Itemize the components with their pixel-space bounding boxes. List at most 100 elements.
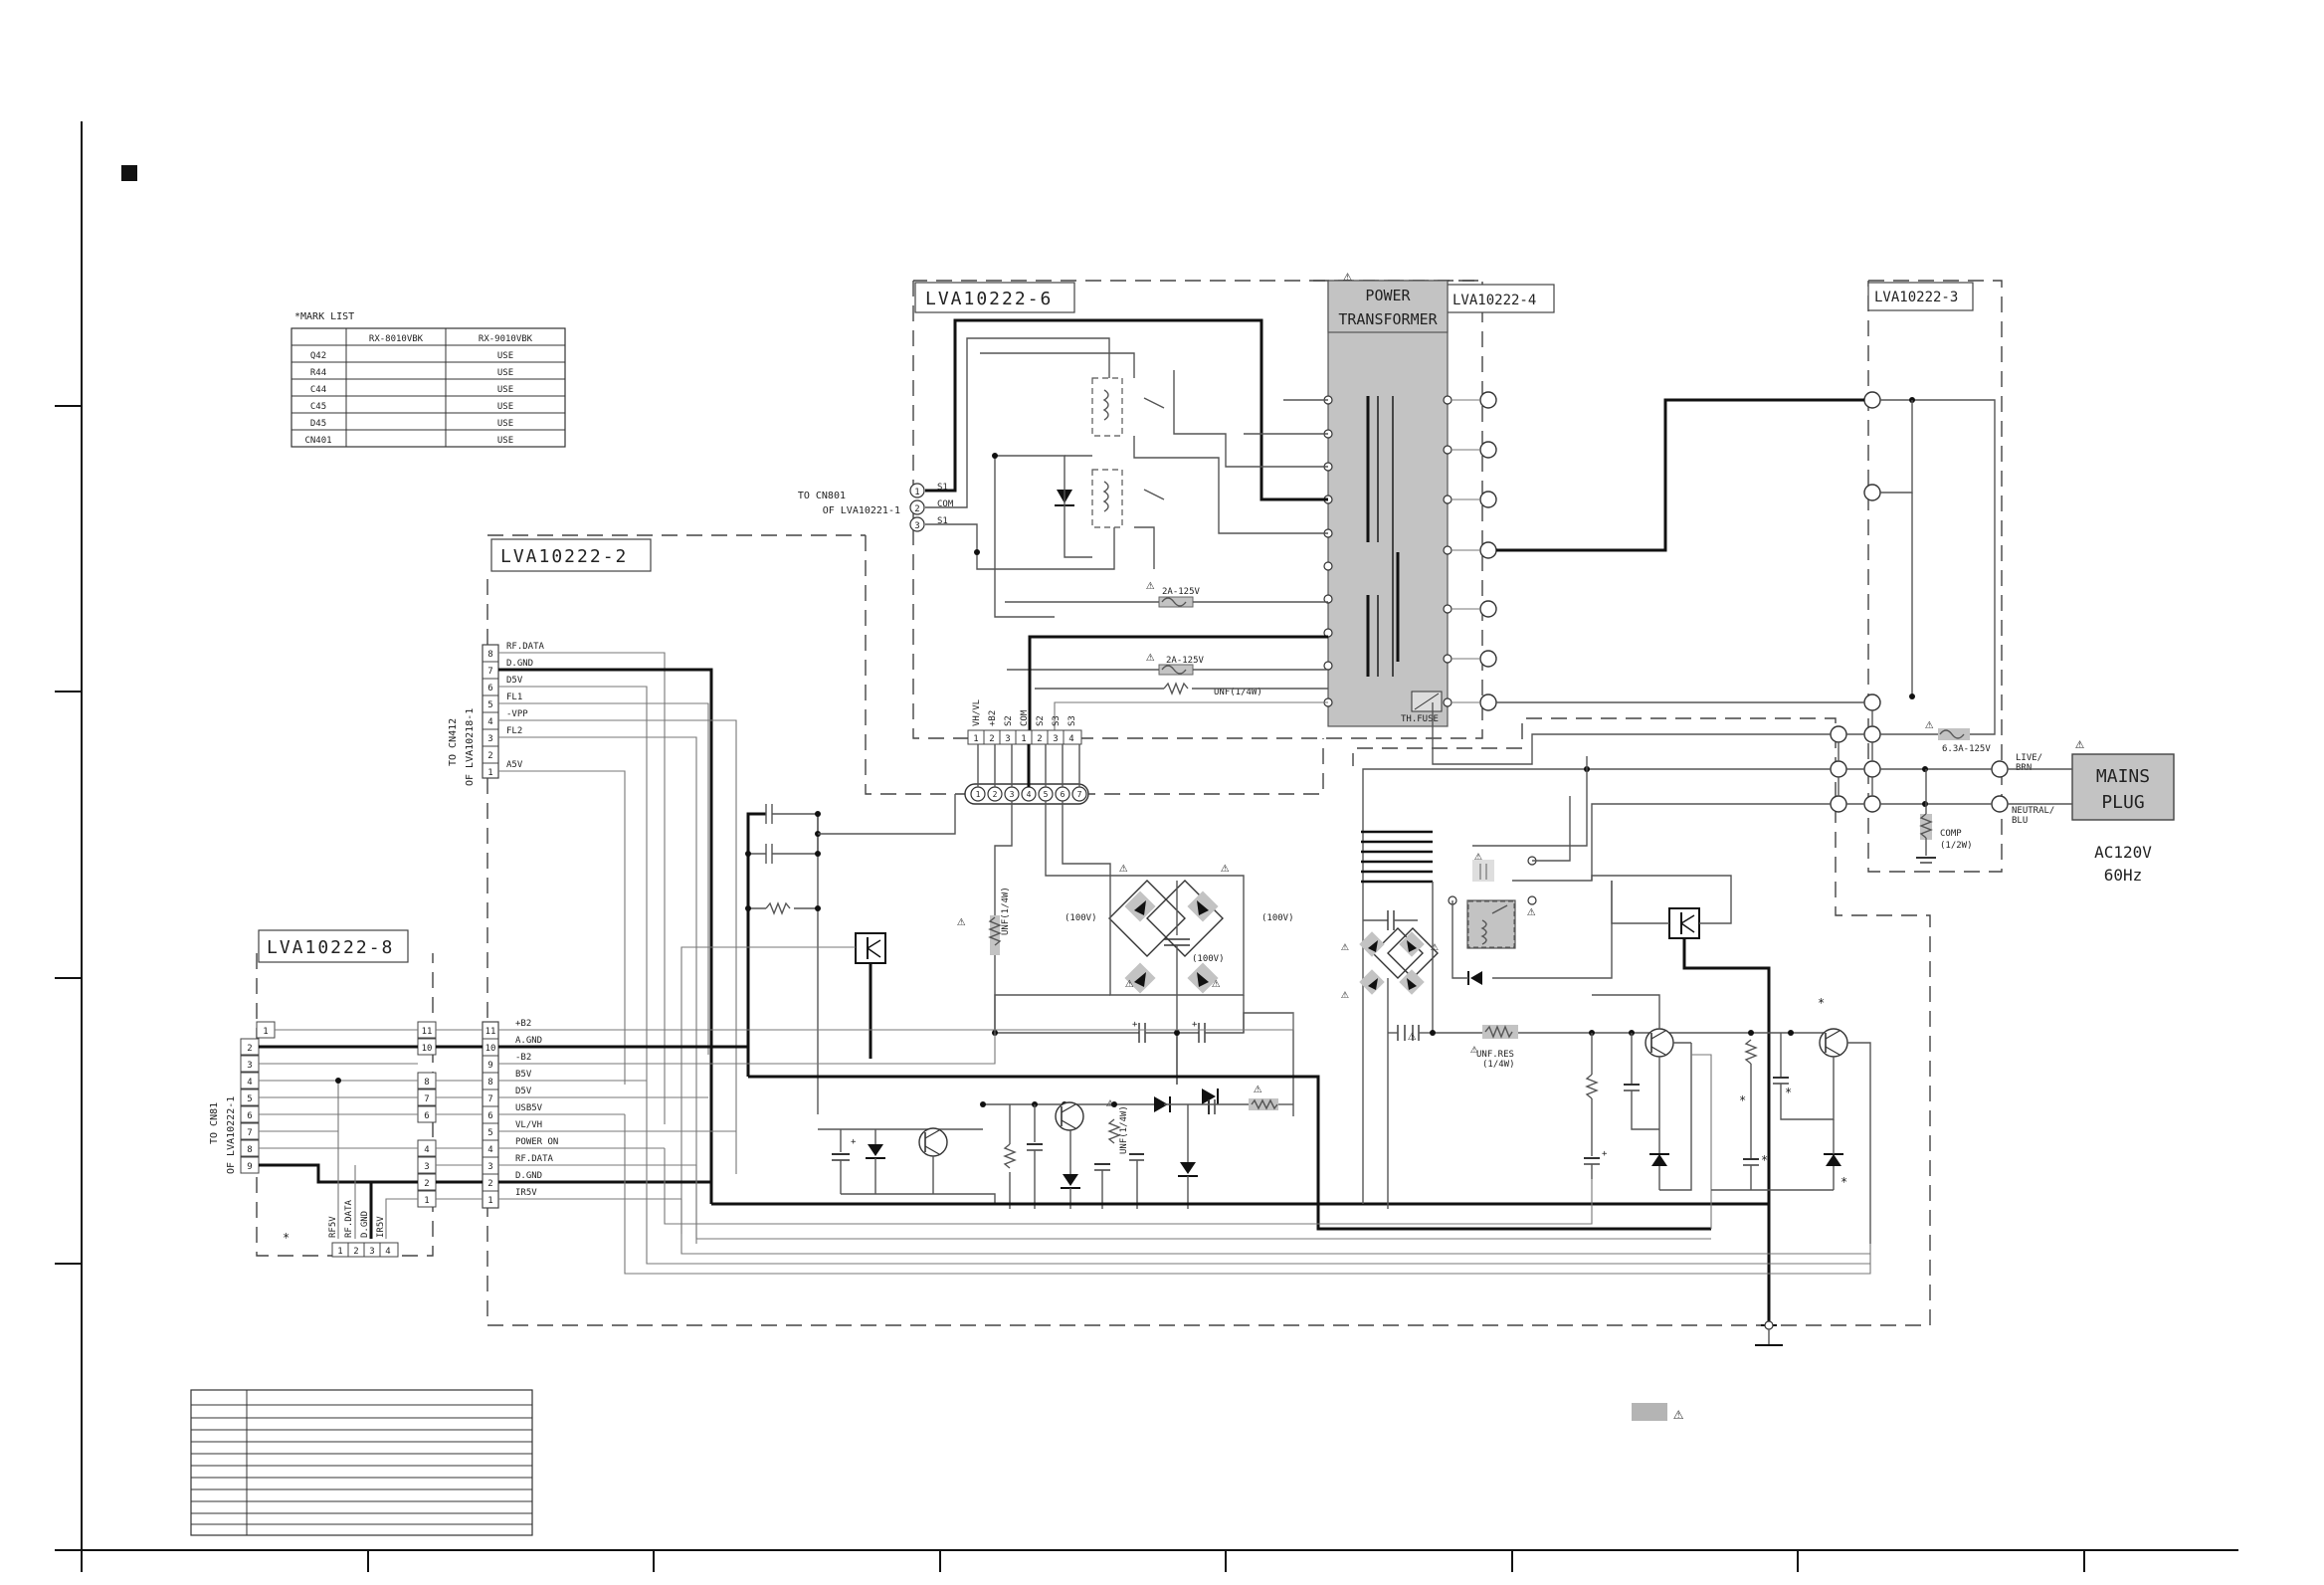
svg-text:⚠: ⚠ bbox=[1925, 716, 1934, 732]
thermal-fuse-label: TH.FUSE bbox=[1401, 714, 1439, 724]
connector-pin-num: 2 bbox=[989, 734, 994, 744]
cn412-wires bbox=[498, 652, 737, 1244]
svg-text:⚠: ⚠ bbox=[1221, 860, 1230, 876]
bottom-pin-num: 2 bbox=[353, 1247, 358, 1257]
connector-pin-label: S2 bbox=[1004, 715, 1014, 726]
svg-text:⚠: ⚠ bbox=[1408, 1028, 1417, 1044]
svg-text:+: + bbox=[1132, 1020, 1138, 1030]
svg-text:⚠: ⚠ bbox=[1254, 1081, 1262, 1096]
cn81-right-num: 7 bbox=[424, 1094, 429, 1104]
mark-list-cell: CN401 bbox=[304, 436, 331, 446]
ring-pin-num: 7 bbox=[1077, 790, 1082, 799]
cn81-left-num: 3 bbox=[247, 1061, 252, 1071]
mark-list-cell: USE bbox=[497, 419, 513, 429]
svg-text:⚠: ⚠ bbox=[1212, 975, 1221, 991]
svg-text:+: + bbox=[1602, 1149, 1608, 1159]
cn2b-pin-num: 1 bbox=[487, 1196, 492, 1206]
cn2b-pin-num: 2 bbox=[487, 1179, 492, 1189]
bottom-pin-label: RF.DATA bbox=[344, 1199, 354, 1238]
regulator-ic-right bbox=[1591, 875, 1783, 1346]
ac-input-network: 6.3A-125V ⚠ COMP (1/2W) bbox=[1362, 391, 2072, 882]
bottom-pin-num: 3 bbox=[369, 1247, 374, 1257]
cn2b-pin-num: 7 bbox=[487, 1094, 492, 1104]
connector-pin-label: COM bbox=[1020, 709, 1030, 726]
cn81-wires bbox=[259, 1029, 483, 1239]
mark-list-cell: C44 bbox=[310, 385, 326, 395]
cn81-right-num: 4 bbox=[424, 1145, 429, 1155]
svg-text:⚠: ⚠ bbox=[1146, 649, 1155, 665]
cn412-pin-num: 8 bbox=[487, 650, 492, 660]
fuse-2a-1: ⚠ 2A-125V bbox=[1005, 577, 1328, 608]
cn412-pin-label: FL2 bbox=[506, 726, 522, 736]
cn412-to-2: OF LVA10218-1 bbox=[465, 708, 476, 786]
cn2b-pin-num: 8 bbox=[487, 1078, 492, 1088]
regulator-row: + UNF(1/4W) ⚠ ⚠ bbox=[818, 1081, 1293, 1209]
unf-label-1: UNF(1/4W) bbox=[1214, 688, 1262, 697]
cn412-pin-num: 3 bbox=[487, 734, 492, 744]
notes-table bbox=[190, 1389, 533, 1536]
regulator-ic-left bbox=[680, 932, 886, 1234]
brn-label: BRN bbox=[2016, 763, 2032, 773]
svg-text:⚠: ⚠ bbox=[1341, 939, 1349, 954]
connector-pin-label: S3 bbox=[1067, 715, 1077, 726]
mark-list-cell: C45 bbox=[310, 402, 326, 412]
cn412-pin-label: RF.DATA bbox=[506, 642, 545, 652]
cn801-pin-num: 2 bbox=[914, 504, 919, 514]
cn801-to-2: OF LVA10221-1 bbox=[823, 505, 900, 516]
connector-pin-label: S2 bbox=[1036, 715, 1046, 726]
v100-label-1: (100V) bbox=[1065, 913, 1097, 923]
bottom-pin-label: RF5V bbox=[328, 1216, 338, 1238]
ring-pin-num: 4 bbox=[1027, 790, 1032, 799]
mains-plug: MAINS PLUG ⚠ AC120V 60Hz LIVE/ BRN NEUTR… bbox=[2012, 734, 2175, 885]
board-label-4: LVA10222-4 bbox=[1452, 293, 1536, 308]
standby-supply: ⚠ ⚠ ⚠ ⚠ UNF.RES (1/4W) ⚠ bbox=[1341, 816, 1632, 1209]
mains-frequency: 60Hz bbox=[2104, 866, 2143, 885]
cn2b-pin-num: 6 bbox=[487, 1111, 492, 1121]
v100-label-3: (100V) bbox=[1192, 954, 1225, 964]
bottom-4pin-connector: 1 2 3 4 RF5V RF.DATA D.GND IR5V * bbox=[283, 1199, 399, 1258]
cn2b-connector: 11 10 9 8 7 6 5 4 3 2 1 +B2 A.GND -B2 B5… bbox=[482, 1019, 558, 1209]
board-label-2: LVA10222-2 bbox=[500, 546, 628, 567]
connector-pin-num: 1 bbox=[1021, 734, 1026, 744]
bridge-rectifier-main: (100V) (100V) (100V) ⚠ ⚠ ⚠ ⚠ bbox=[1045, 801, 1294, 1085]
cn81-left-num: 9 bbox=[247, 1162, 252, 1172]
mark-list-table: *MARK LIST RX-8010VBK RX-9010VBK Q42 USE… bbox=[290, 311, 566, 448]
ring-pin-num: 2 bbox=[993, 790, 998, 799]
svg-text:+: + bbox=[851, 1137, 857, 1147]
cn412-pin-label: D5V bbox=[506, 676, 523, 686]
mark-list-col-1: RX-8010VBK bbox=[369, 334, 424, 344]
fuse-2a-2: ⚠ 2A-125V UNF(1/4W) bbox=[1007, 649, 1328, 697]
cn412-pin-num: 2 bbox=[487, 751, 492, 761]
connector-pin-num: 4 bbox=[1068, 734, 1073, 744]
fuse-63a-label: 6.3A-125V bbox=[1942, 744, 1991, 754]
cn412-pin-label: FL1 bbox=[506, 693, 522, 702]
filter-caps-left bbox=[745, 794, 956, 1114]
cn2b-pin-num: 3 bbox=[487, 1162, 492, 1172]
cn801-pin-label: S1 bbox=[937, 516, 948, 526]
cn2b-pin-label: B5V bbox=[515, 1070, 532, 1080]
v100-label-2: (100V) bbox=[1261, 913, 1294, 923]
cn412-pin-num: 5 bbox=[487, 700, 492, 710]
svg-text:⚠: ⚠ bbox=[1431, 939, 1439, 954]
svg-text:⚠: ⚠ bbox=[1470, 1042, 1478, 1057]
svg-text:⚠: ⚠ bbox=[2075, 734, 2084, 752]
cn81-left-num: 7 bbox=[247, 1128, 252, 1138]
svg-text:⚠: ⚠ bbox=[1119, 860, 1128, 876]
transformer-label-2: TRANSFORMER bbox=[1338, 310, 1438, 328]
cn801-pin-label: COM bbox=[937, 499, 954, 509]
unf-res-watt-label: (1/4W) bbox=[1482, 1060, 1515, 1070]
transformer-label-1: POWER bbox=[1365, 287, 1411, 304]
cn801-connector: TO CN801 OF LVA10221-1 1 2 3 S1 COM S1 bbox=[798, 483, 954, 532]
board-label-6: LVA10222-6 bbox=[925, 289, 1053, 309]
svg-text:+: + bbox=[1192, 1020, 1198, 1030]
cn2b-pin-num: 4 bbox=[487, 1145, 492, 1155]
bottom-pin-label: D.GND bbox=[360, 1211, 370, 1238]
connector-pin-num: 3 bbox=[1005, 734, 1010, 744]
cn81-left-num: 1 bbox=[263, 1027, 268, 1037]
asterisk-mark: * bbox=[1761, 1153, 1768, 1167]
cn81-left-num: 8 bbox=[247, 1145, 252, 1155]
mark-list-cell: USE bbox=[497, 368, 513, 378]
standby-relay: ⚠ ⚠ bbox=[1448, 756, 1613, 985]
